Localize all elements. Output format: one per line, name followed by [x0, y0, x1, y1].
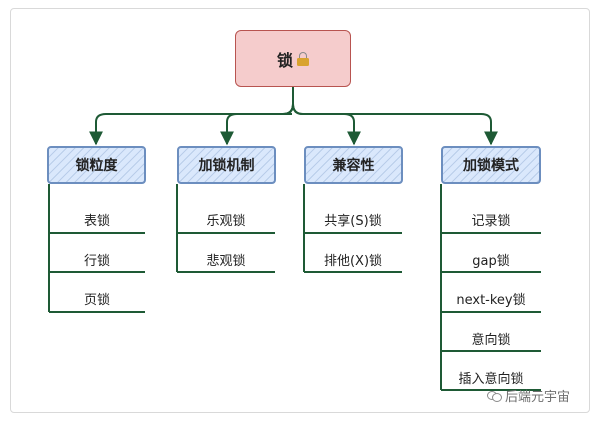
category-label: 锁粒度: [75, 158, 118, 174]
connector-to-mechanism: [220, 103, 294, 146]
connector-to-compatibility: [292, 103, 361, 146]
leaf-next-key-lock: next-key锁: [456, 293, 526, 308]
connector-to-mode: [292, 103, 498, 146]
leaf-shared-lock: 共享(S)锁: [324, 214, 382, 229]
root-connectors: [89, 87, 498, 146]
connector-to-granularity: [89, 103, 294, 146]
root-label: 锁: [276, 50, 293, 70]
category-mode: 加锁模式: [441, 146, 541, 184]
root-node: 锁: [235, 30, 351, 87]
category-label: 兼容性: [332, 158, 375, 174]
mode-leaf-lines: [440, 184, 541, 391]
leaf-table-lock: 表锁: [83, 214, 110, 229]
leaf-insert-intention-lock: 插入意向锁: [458, 372, 524, 387]
granularity-leaf-lines: [48, 184, 145, 313]
mechanism-leaf-lines: [176, 184, 275, 273]
lock-icon: [297, 51, 309, 66]
category-compatibility: 兼容性: [304, 146, 403, 184]
leaf-page-lock: 页锁: [83, 293, 110, 308]
watermark-text: 后端元宇宙: [505, 390, 571, 405]
category-label: 加锁模式: [463, 158, 519, 174]
category-granularity: 锁粒度: [47, 146, 146, 184]
leaf-pessimistic-lock: 悲观锁: [206, 254, 246, 269]
leaf-exclusive-lock: 排他(X)锁: [323, 254, 383, 269]
wechat-icon: [487, 390, 502, 402]
leaf-gap-lock: gap锁: [472, 254, 510, 269]
leaf-intention-lock: 意向锁: [471, 333, 511, 348]
category-label: 加锁机制: [198, 158, 255, 174]
leaf-optimistic-lock: 乐观锁: [206, 214, 246, 229]
leaf-row-lock: 行锁: [83, 254, 110, 269]
leaf-record-lock: 记录锁: [471, 214, 511, 229]
compatibility-leaf-lines: [303, 184, 402, 273]
watermark: 后端元宇宙: [487, 386, 570, 405]
category-mechanism: 加锁机制: [177, 146, 276, 184]
